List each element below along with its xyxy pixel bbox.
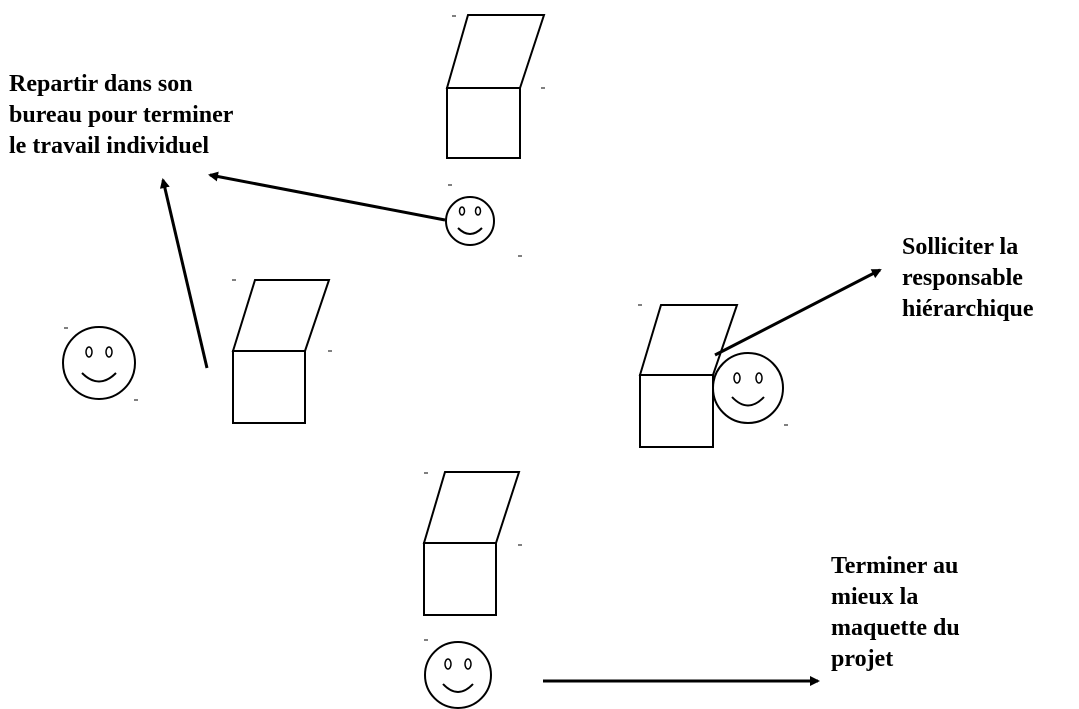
label-line: Terminer au xyxy=(831,553,959,579)
label-line: le travail individuel xyxy=(9,133,210,159)
arrow-to-repartir-from-left-desk xyxy=(159,178,209,369)
desk-icon xyxy=(445,14,546,159)
label-line: maquette du xyxy=(831,615,960,641)
label-solliciter: Solliciter la responsable hiérarchique xyxy=(902,232,1034,325)
label-line: mieux la xyxy=(831,584,919,610)
label-line: responsable xyxy=(902,265,1023,291)
label-repartir: Repartir dans son bureau pour terminer l… xyxy=(9,69,233,162)
label-line: bureau pour terminer xyxy=(9,102,234,128)
label-line: Solliciter la xyxy=(902,234,1019,260)
arrow-to-solliciter xyxy=(714,268,882,357)
smiley-face-icon xyxy=(424,641,492,709)
desk-icon xyxy=(638,304,739,448)
desk-icon xyxy=(231,279,331,424)
label-line: hiérarchique xyxy=(902,296,1034,322)
arrow-to-repartir-from-top xyxy=(208,171,446,222)
stray-marks xyxy=(64,15,788,641)
desk-icon xyxy=(422,471,521,616)
label-line: Repartir dans son xyxy=(9,71,193,97)
smiley-face-icon xyxy=(62,326,136,400)
smiley-face-icon xyxy=(445,196,495,246)
smiley-face-icon xyxy=(712,352,784,424)
label-line: projet xyxy=(831,646,894,672)
label-terminer: Terminer au mieux la maquette du projet xyxy=(831,551,960,675)
